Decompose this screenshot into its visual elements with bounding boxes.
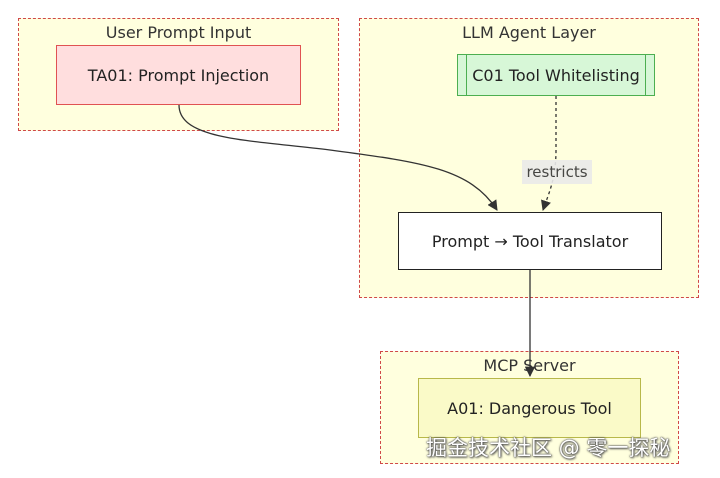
subroutine-bar-right [645,55,646,95]
node-a01-dangerous-tool[interactable]: A01: Dangerous Tool [418,378,641,438]
node-prompt-tool-translator[interactable]: Prompt → Tool Translator [398,212,662,270]
watermark: 掘金技术社区 @ 零一探秘 [426,436,671,460]
edge-label-restricts: restricts [522,160,592,184]
node-ta01-prompt-injection[interactable]: TA01: Prompt Injection [56,45,301,105]
edge-c01-to-translator [541,96,557,211]
node-c01-label: C01 Tool Whitelisting [472,65,640,85]
cluster-title-user-prompt-input: User Prompt Input [105,23,252,42]
node-translator-label: Prompt → Tool Translator [431,231,629,251]
node-c01-tool-whitelisting[interactable]: C01 Tool Whitelisting [457,54,655,96]
node-a01-label: A01: Dangerous Tool [447,398,612,418]
subroutine-bar-left [466,55,467,95]
cluster-title-llm-agent-layer: LLM Agent Layer [462,23,596,42]
node-ta01-label: TA01: Prompt Injection [87,65,270,85]
edge-ta01-to-translator [178,104,498,211]
